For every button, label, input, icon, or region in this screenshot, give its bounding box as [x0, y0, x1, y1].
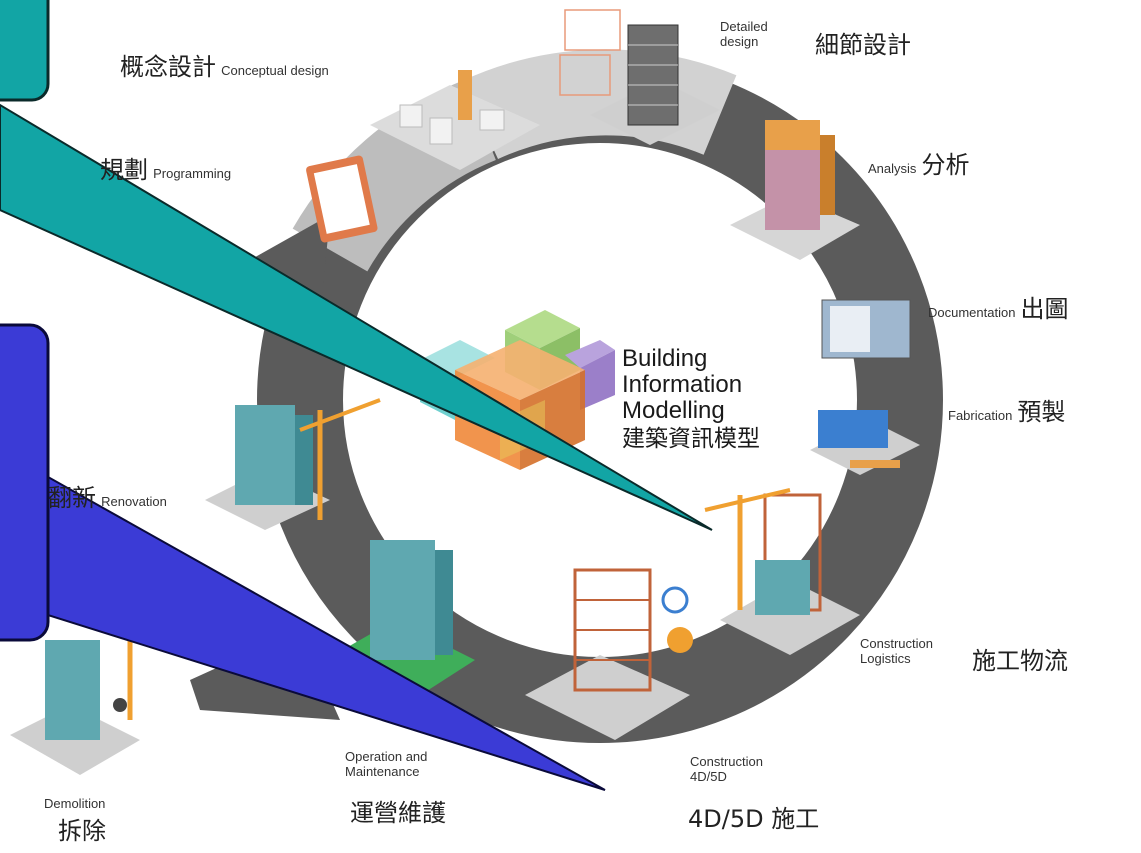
construction-logistics-illustration — [704, 488, 860, 655]
renovation-zh: 翻新 — [48, 484, 96, 512]
stage-label-logistics: Construction Logistics — [860, 636, 933, 667]
bim-title-line3: Modelling — [622, 397, 725, 424]
stage-label-demolition: Demolition — [44, 796, 106, 812]
stage-label-programming: 規劃 Programming — [100, 156, 232, 185]
logistics-en-line2: Logistics — [860, 650, 911, 666]
stage-label-construction4d: Construction 4D/5D — [690, 754, 763, 785]
documentation-zh: 出圖 — [1020, 295, 1069, 323]
stage-label-operation: Operation and Maintenance — [345, 749, 428, 780]
stopwatch-icon — [661, 586, 689, 614]
logistics-zh: 施工物流 — [972, 647, 1068, 675]
construction4d-en-line1: Construction — [690, 754, 763, 769]
stage-label-documentation: Documentation 出圖 — [928, 295, 1069, 324]
fabrication-en: Fabrication — [948, 408, 1013, 423]
conceptual-design-illustration — [370, 70, 540, 170]
analysis-en: Analysis — [868, 161, 917, 176]
stage-label-detailed: Detailed design — [720, 19, 768, 50]
bim-title-line1: Building — [622, 345, 708, 372]
operation-zh: 運營維護 — [350, 799, 446, 827]
bim-title-zh: 建築資訊模型 — [622, 426, 760, 452]
bim-title: Building Information Modelling 建築資訊模型 — [622, 345, 760, 453]
conceptual-en: Conceptual design — [221, 63, 329, 78]
detailed-design-illustration — [559, 9, 720, 145]
operation-en-line1: Operation and — [345, 749, 428, 764]
logistics-en-line1: Construction — [860, 636, 933, 651]
stage-label-analysis: Analysis 分析 — [868, 151, 970, 180]
bim-title-line2: Information — [622, 371, 743, 398]
detailed-en-line1: Detailed — [720, 19, 768, 34]
fabrication-illustration — [810, 410, 920, 475]
programming-zh: 規劃 — [100, 156, 148, 184]
programming-clipboard-icon — [306, 155, 378, 243]
operation-en-line2: Maintenance — [345, 763, 420, 779]
documentation-illustration — [821, 299, 911, 359]
stage-label-fabrication: Fabrication 預製 — [948, 398, 1066, 427]
construction4d-zh: 4D/5D 施工 — [688, 805, 820, 833]
analysis-zh: 分析 — [921, 151, 970, 179]
detailed-en-line2: design — [720, 33, 759, 49]
analysis-illustration — [730, 120, 860, 260]
demolition-zh: 拆除 — [58, 817, 106, 845]
conceptual-zh: 概念設計 — [120, 53, 216, 81]
renovation-en: Renovation — [101, 494, 167, 509]
construction4d-en-line2: 4D/5D — [690, 768, 727, 784]
blue-callout — [0, 323, 606, 791]
stage-label-renovation: 翻新 Renovation — [48, 484, 167, 513]
demolition-en: Demolition — [44, 796, 106, 811]
coin-icon — [667, 627, 693, 653]
construction-4d5d-illustration — [525, 568, 693, 740]
teal-callout — [0, 0, 713, 531]
programming-en: Programming — [153, 166, 232, 181]
stage-label-conceptual: 概念設計 Conceptual design — [120, 53, 329, 82]
fabrication-zh: 預製 — [1017, 398, 1066, 426]
detailed-zh: 細節設計 — [815, 31, 911, 59]
operation-illustration — [325, 540, 475, 705]
documentation-en: Documentation — [928, 305, 1016, 320]
renovation-illustration — [205, 398, 381, 530]
demolition-illustration — [10, 620, 140, 775]
